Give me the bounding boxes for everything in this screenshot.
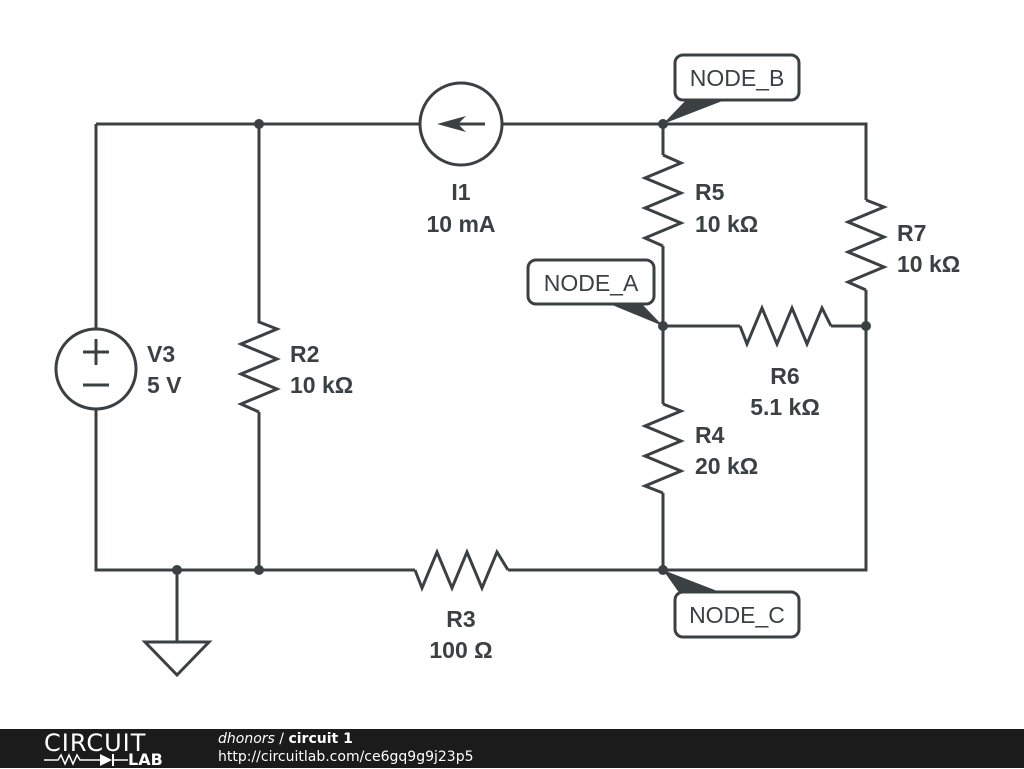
r6-value: 5.1 kΩ (750, 394, 820, 420)
plus-icon (83, 339, 109, 365)
r3-value: 100 Ω (429, 637, 492, 663)
r4-name: R4 (695, 422, 725, 448)
r2-name: R2 (290, 341, 319, 367)
circuitlab-logo-icon (44, 753, 128, 766)
junctions (172, 119, 871, 575)
i1-name: I1 (451, 179, 470, 205)
resistor-r6[interactable]: R6 5.1 kΩ (738, 304, 833, 420)
footer-bar: CIRCUIT LAB dhonors / circuit 1 http://c… (0, 729, 1024, 769)
current-source-i1[interactable]: I1 10 mA (418, 81, 504, 237)
r7-value: 10 kΩ (897, 251, 960, 277)
resistor-r3[interactable]: R3 100 Ω (413, 548, 510, 663)
junction-dot (254, 565, 264, 575)
wire-left-lower (94, 408, 415, 572)
r2-value: 10 kΩ (290, 372, 353, 398)
r3-name: R3 (446, 606, 475, 632)
wire-top-right (502, 122, 868, 200)
voltage-source-v3[interactable]: V3 5 V (54, 327, 182, 411)
node-b-text: NODE_B (690, 65, 785, 91)
node-a-text: NODE_A (544, 270, 639, 296)
r4-value: 20 kΩ (695, 453, 758, 479)
v3-value: 5 V (147, 372, 182, 398)
wire-bottom-right (508, 290, 868, 572)
resistor-r5[interactable]: R5 10 kΩ (641, 153, 758, 248)
schematic: I1 10 mA V3 5 V R2 10 kΩ R5 10 kΩ R7 10 … (54, 53, 960, 678)
r5-name: R5 (695, 179, 725, 205)
resistor-r7[interactable]: R7 10 kΩ (844, 198, 960, 292)
circuitlab-logo-lab: LAB (128, 750, 163, 769)
circuit-url[interactable]: http://circuitlab.com/ce6gq9g9j23p5 (218, 749, 474, 765)
separator: / (274, 731, 289, 747)
junction-dot (254, 119, 264, 129)
node-c-text: NODE_C (689, 602, 785, 628)
junction-dot (172, 565, 182, 575)
r6-name: R6 (770, 363, 799, 389)
junction-dot (861, 321, 871, 331)
resistor-r4[interactable]: R4 20 kΩ (640, 402, 758, 495)
circuit-title[interactable]: circuit 1 (288, 731, 353, 747)
v3-name: V3 (147, 341, 175, 367)
circuit-info: dhonors / circuit 1 (218, 731, 353, 747)
r7-name: R7 (897, 220, 926, 246)
node-label-c[interactable]: NODE_C (663, 570, 801, 639)
node-label-a[interactable]: NODE_A (526, 258, 663, 326)
author-link[interactable]: dhonors (218, 731, 275, 747)
r5-value: 10 kΩ (695, 211, 758, 237)
circuitlab-logo-text: CIRCUIT (44, 729, 147, 757)
wires (94, 122, 868, 642)
i1-value: 10 mA (426, 211, 495, 237)
node-label-b[interactable]: NODE_B (663, 53, 801, 124)
resistor-r2[interactable]: R2 10 kΩ (237, 320, 353, 414)
ground-icon (141, 640, 213, 678)
